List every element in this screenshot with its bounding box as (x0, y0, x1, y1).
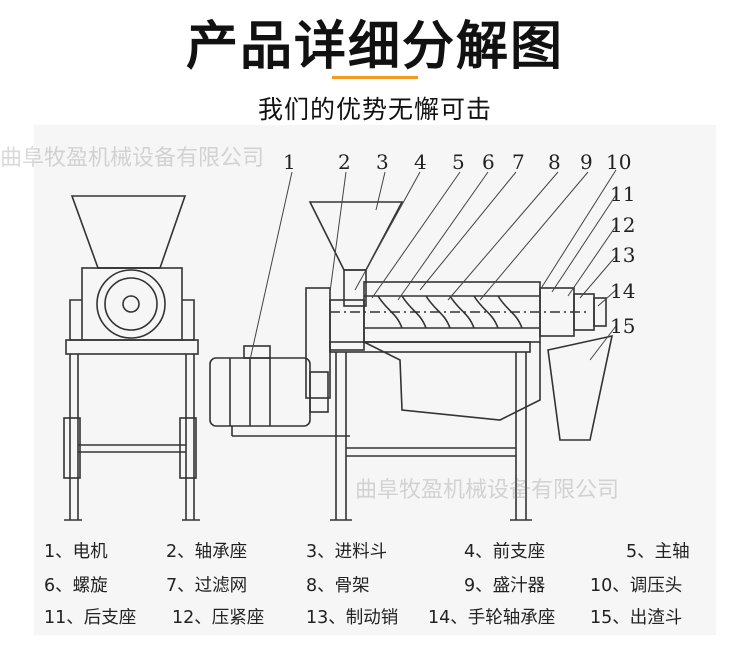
legend-item: 7、过滤网 (166, 576, 248, 596)
page-title: 产品详细分解图 (185, 17, 564, 77)
callout-number: 5 (452, 150, 465, 174)
callout-number: 6 (482, 150, 495, 174)
legend-row: 1、电机 2、轴承座 3、进料斗 4、前支座 5、主轴 (44, 538, 716, 568)
company-watermark: 曲阜牧盈机械设备有限公司 (355, 478, 620, 503)
legend-item: 8、骨架 (306, 576, 370, 596)
callout-number: 3 (376, 150, 389, 174)
callout-number: 15 (610, 314, 636, 338)
front-view-machine (63, 195, 200, 521)
side-view-machine (209, 201, 614, 521)
callout-number: 1 (283, 150, 296, 174)
callout-number: 4 (414, 150, 427, 174)
legend-item: 11、后支座 (44, 608, 137, 628)
legend-item: 6、螺旋 (44, 576, 108, 596)
callout-number: 8 (548, 150, 561, 174)
legend-item: 12、压紧座 (172, 608, 265, 628)
callout-number: 14 (610, 279, 636, 303)
callout-number: 13 (610, 243, 636, 267)
legend-item: 13、制动销 (306, 608, 399, 628)
callout-number: 7 (512, 150, 525, 174)
callout-number: 12 (610, 213, 636, 237)
exploded-diagram (34, 125, 716, 635)
legend-item: 15、出渣斗 (590, 608, 683, 628)
legend-item: 2、轴承座 (166, 542, 248, 562)
callout-number: 9 (580, 150, 593, 174)
legend-item: 1、电机 (44, 542, 108, 562)
legend-item: 4、前支座 (464, 542, 546, 562)
callout-number: 11 (610, 182, 636, 206)
company-watermark: 曲阜牧盈机械设备有限公司 (0, 146, 265, 171)
legend-item: 3、进料斗 (306, 542, 388, 562)
page-subtitle: 我们的优势无懈可击 (257, 95, 492, 124)
legend-item: 5、主轴 (626, 542, 690, 562)
callout-number: 10 (606, 150, 632, 174)
legend-row: 11、后支座 12、压紧座 13、制动销 14、手轮轴承座 15、出渣斗 (44, 604, 716, 634)
diagram-drawing (63, 169, 617, 521)
legend-item: 10、调压头 (590, 576, 683, 596)
leader-lines (249, 169, 617, 361)
legend-item: 14、手轮轴承座 (428, 608, 556, 628)
callout-number: 2 (338, 150, 351, 174)
legend-row: 6、螺旋 7、过滤网 8、骨架 9、盛汁器 10、调压头 (44, 572, 716, 602)
legend-item: 9、盛汁器 (464, 576, 546, 596)
title-underline (332, 76, 418, 79)
